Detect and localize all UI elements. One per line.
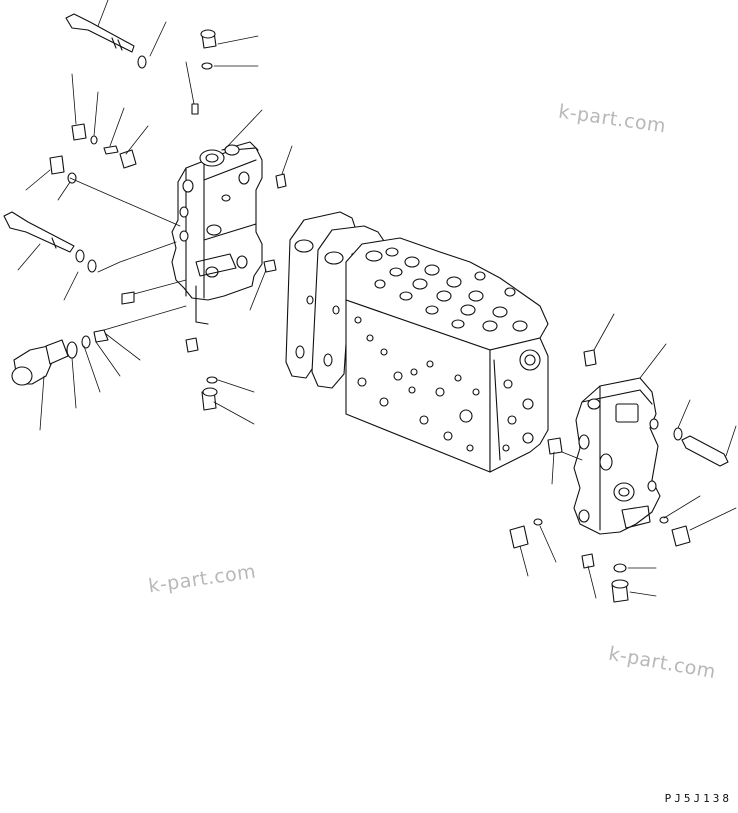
right-fasteners [510, 350, 728, 602]
drawing-code: PJ5J138 [664, 792, 732, 805]
main-valve-stack [286, 212, 548, 472]
right-end-cover [574, 378, 660, 534]
left-end-cover [172, 142, 262, 324]
left-fasteners [4, 14, 286, 410]
leader-lines [18, 0, 736, 598]
